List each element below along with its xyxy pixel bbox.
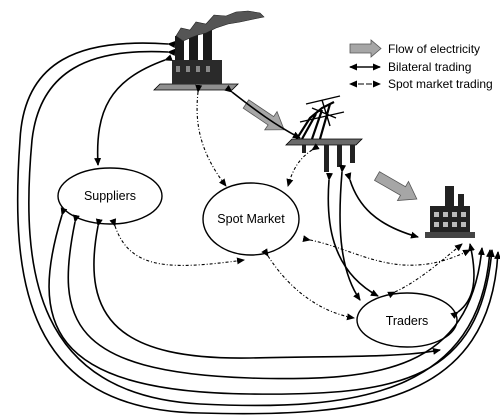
traders-label: Traders <box>386 314 429 328</box>
bilateral-suppliers-factory-1 <box>67 214 485 380</box>
traders-node: Traders <box>356 292 458 348</box>
spot-market-trading-links <box>109 84 471 321</box>
legend-flow-arrow-icon <box>349 39 382 58</box>
bilateral-suppliers-traders <box>93 218 441 359</box>
suppliers-node: Suppliers <box>57 167 163 225</box>
legend-bilateral-label: Bilateral trading <box>388 60 471 74</box>
spot-market-traders <box>261 248 355 321</box>
transmission-tower-icon <box>285 95 363 172</box>
spot-plant-market <box>195 84 227 187</box>
spot-market-label: Spot Market <box>217 212 285 226</box>
legend-spot-label: Spot market trading <box>388 77 493 91</box>
spot-market-node: Spot Market <box>202 182 300 256</box>
legend-flow-label: Flow of electricity <box>388 42 480 56</box>
bilateral-plant-factory-2 <box>16 40 500 415</box>
bilateral-plant-factory-1 <box>28 48 493 407</box>
flow-arrow-grid-to-factory <box>373 171 418 201</box>
bilateral-suppliers-factory-2 <box>48 207 495 395</box>
bilateral-traders-factory <box>450 243 475 320</box>
spot-traders-factory <box>387 243 463 299</box>
factory-icon <box>425 186 475 238</box>
spot-suppliers-market <box>109 218 245 266</box>
legend: Flow of electricity Bilateral trading Sp… <box>349 39 493 91</box>
spot-grid-market <box>286 143 320 187</box>
suppliers-label: Suppliers <box>84 189 136 203</box>
bilateral-plant-suppliers <box>94 54 173 166</box>
spot-market-factory <box>302 235 471 266</box>
bilateral-grid-traders-2 <box>326 172 379 297</box>
power-plant-icon <box>153 10 265 91</box>
